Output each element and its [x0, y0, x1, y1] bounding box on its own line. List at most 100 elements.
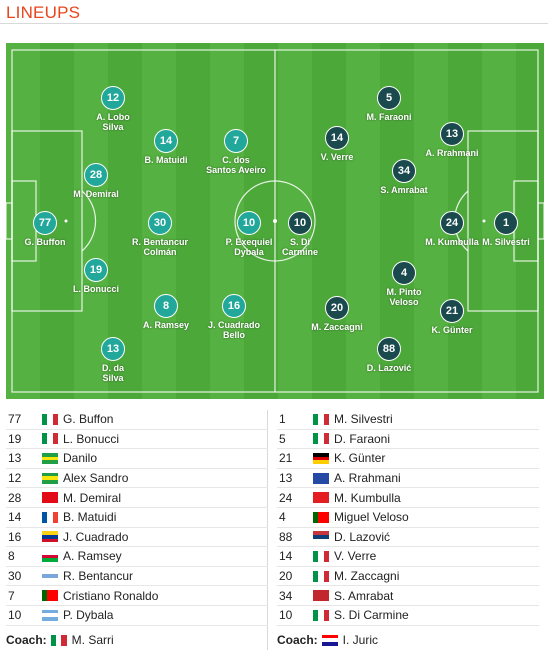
- player-name[interactable]: A. Ramsey: [63, 549, 122, 564]
- player-name[interactable]: D. Faraoni: [334, 431, 391, 446]
- player-name: M. Silvestri: [482, 237, 530, 247]
- player-number: 10: [288, 211, 312, 235]
- player-name: M. Kumbulla: [425, 237, 479, 247]
- flag-icon: [313, 550, 329, 562]
- player-name: M. Faraoni: [366, 112, 412, 122]
- player-name[interactable]: R. Bentancur: [63, 569, 134, 584]
- player-name[interactable]: J. Cuadrado: [63, 529, 129, 544]
- player-name[interactable]: M. Kumbulla: [334, 490, 401, 505]
- lineup-row[interactable]: 10 P. Dybala: [6, 606, 268, 626]
- coach-name[interactable]: I. Juric: [342, 633, 379, 647]
- flag-icon: [313, 452, 329, 464]
- lineup-row[interactable]: 14 B. Matuidi: [6, 508, 268, 528]
- flag-icon: [42, 570, 58, 582]
- player-number: 12: [101, 86, 125, 110]
- flag-icon: [313, 472, 329, 484]
- flag-icon: [313, 492, 329, 504]
- lineup-row[interactable]: 24 M. Kumbulla: [277, 488, 539, 508]
- away-coach: Coach: I. Juric: [277, 630, 378, 650]
- player-number: 34: [392, 159, 416, 183]
- flag-icon: [313, 413, 329, 425]
- lineup-row[interactable]: 28 M. Demiral: [6, 488, 268, 508]
- lineup-row[interactable]: 16 J. Cuadrado: [6, 528, 268, 548]
- shirt-number: 77: [8, 412, 22, 427]
- player-name[interactable]: S. Di Carmine: [334, 608, 409, 623]
- player-name[interactable]: M. Silvestri: [334, 412, 393, 427]
- shirt-number: 7: [8, 588, 15, 603]
- player-number: 13: [101, 337, 125, 361]
- coach-label: Coach:: [6, 633, 47, 647]
- player-name[interactable]: L. Bonucci: [63, 431, 120, 446]
- flag-icon: [313, 531, 329, 543]
- player-name[interactable]: Cristiano Ronaldo: [63, 588, 159, 603]
- flag-icon: [42, 609, 58, 621]
- lineup-row[interactable]: 77 G. Buffon: [6, 410, 268, 430]
- lineup-row[interactable]: 13 Danilo: [6, 449, 268, 469]
- shirt-number: 34: [279, 588, 293, 603]
- player-name[interactable]: Danilo: [63, 451, 98, 466]
- player-name[interactable]: A. Rrahmani: [334, 471, 401, 486]
- player-number: 30: [148, 211, 172, 235]
- shirt-number: 13: [8, 451, 22, 466]
- lineup-row[interactable]: 4 Miguel Veloso: [277, 508, 539, 528]
- shirt-number: 24: [279, 490, 293, 505]
- section-title: LINEUPS: [6, 3, 81, 22]
- player-name: J. Cuadrado Bello: [207, 320, 260, 340]
- player-name[interactable]: P. Dybala: [63, 608, 114, 623]
- shirt-number: 28: [8, 490, 22, 505]
- flag-icon: [42, 452, 58, 464]
- player-name: V. Verre: [320, 152, 354, 162]
- player-number: 28: [84, 163, 108, 187]
- shirt-number: 4: [279, 510, 286, 525]
- lineup-row[interactable]: 7 Cristiano Ronaldo: [6, 586, 268, 606]
- shirt-number: 14: [8, 510, 22, 525]
- player-number: 5: [377, 86, 401, 110]
- player-name[interactable]: Alex Sandro: [63, 471, 129, 486]
- player-name[interactable]: Miguel Veloso: [334, 510, 409, 525]
- flag-icon: [321, 634, 338, 646]
- player-name: D. Lazović: [366, 363, 412, 373]
- player-name[interactable]: M. Zaccagni: [334, 569, 400, 584]
- coach-name[interactable]: M. Sarri: [71, 633, 114, 647]
- title-divider: [0, 23, 548, 24]
- player-name[interactable]: G. Buffon: [63, 412, 114, 427]
- player-name[interactable]: K. Günter: [334, 451, 386, 466]
- lineup-row[interactable]: 10 S. Di Carmine: [277, 606, 539, 626]
- shirt-number: 10: [8, 608, 22, 623]
- player-number: 8: [154, 294, 178, 318]
- player-name[interactable]: B. Matuidi: [63, 510, 117, 525]
- lineup-row[interactable]: 34 S. Amrabat: [277, 586, 539, 606]
- player-number: 10: [237, 211, 261, 235]
- coach-label: Coach:: [277, 633, 318, 647]
- player-name: D. da Silva: [101, 363, 124, 383]
- flag-icon: [50, 634, 67, 646]
- player-name: A. Lobo Silva: [96, 112, 130, 132]
- player-number: 19: [84, 258, 108, 282]
- shirt-number: 10: [279, 608, 293, 623]
- player-name: C. dos Santos Aveiro: [206, 155, 266, 175]
- player-name[interactable]: D. Lazović: [334, 529, 391, 544]
- flag-icon: [42, 433, 58, 445]
- player-name[interactable]: V. Verre: [334, 549, 377, 564]
- shirt-number: 30: [8, 569, 22, 584]
- flag-icon: [42, 531, 58, 543]
- player-name[interactable]: M. Demiral: [63, 490, 122, 505]
- player-name[interactable]: S. Amrabat: [334, 588, 394, 603]
- player-number: 7: [224, 129, 248, 153]
- lineup-row[interactable]: 30 R. Bentancur: [6, 567, 268, 587]
- shirt-number: 16: [8, 529, 22, 544]
- player-number: 16: [222, 294, 246, 318]
- player-number: 77: [33, 211, 57, 235]
- player-number: 21: [440, 299, 464, 323]
